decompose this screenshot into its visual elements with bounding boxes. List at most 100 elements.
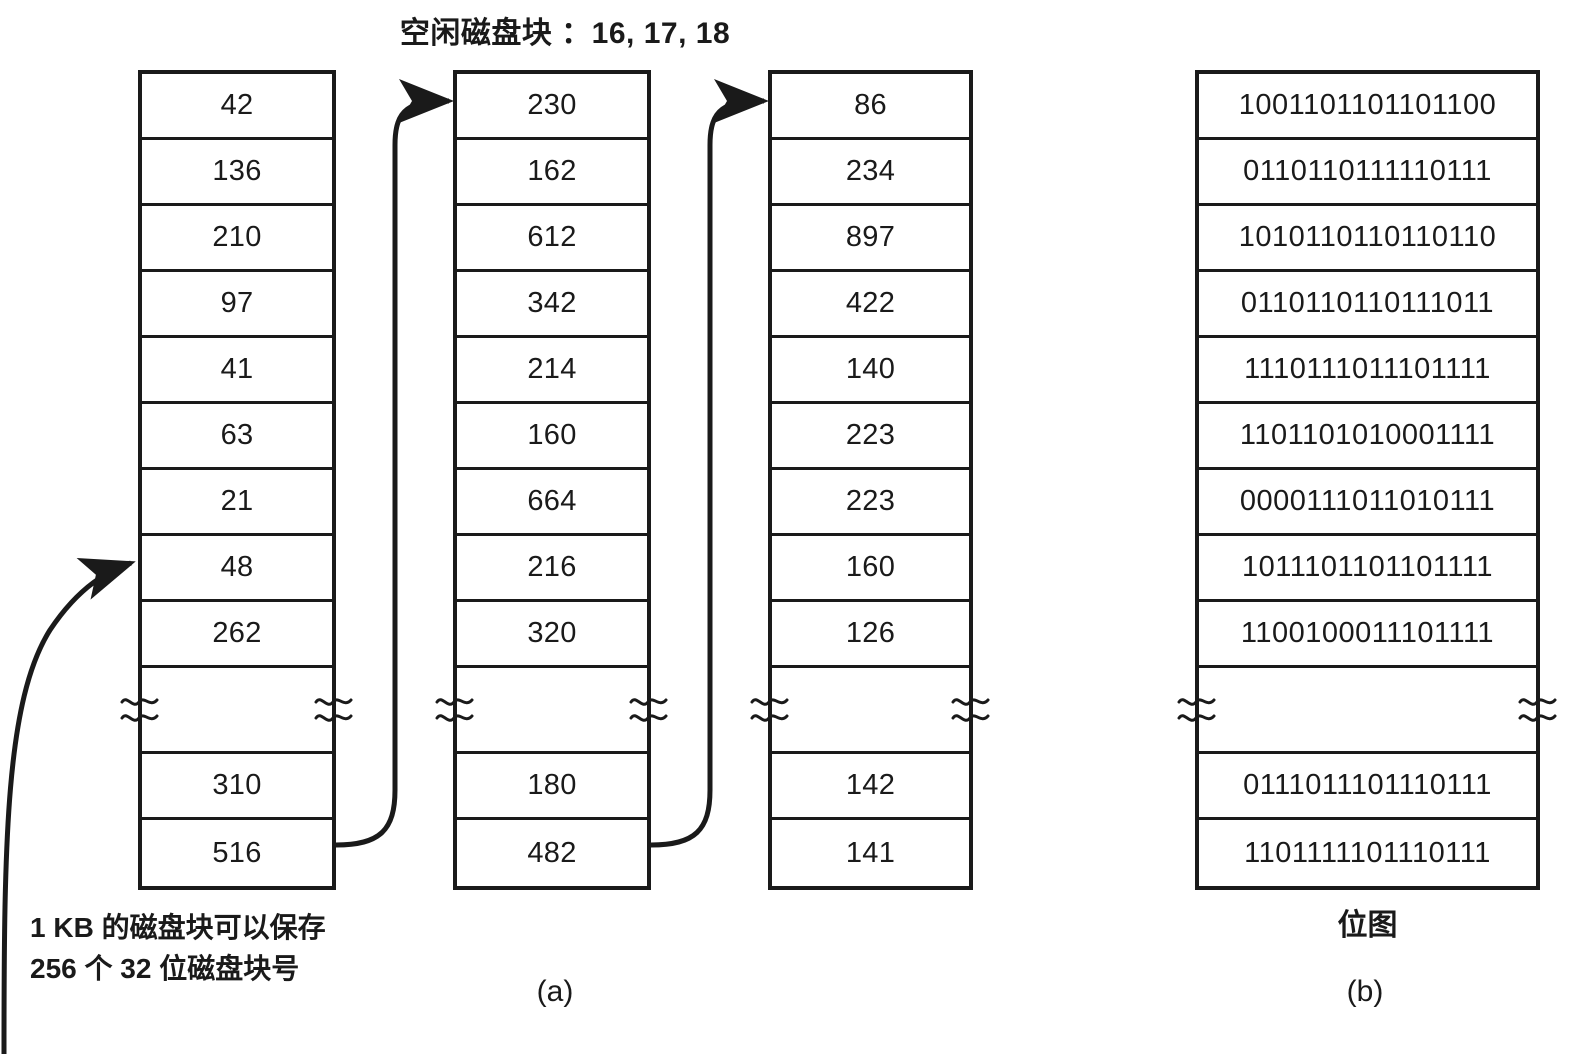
cell-value: 612: [527, 221, 577, 253]
block-list-column-1: 42 136 210 97 41 63 21 48 262 310 516: [120, 70, 353, 890]
break-squiggle-icon: [120, 697, 159, 722]
bitmap-label: 位图: [1337, 909, 1398, 942]
break-squiggle-icon: [1518, 697, 1557, 722]
table-row-block-number: 664: [457, 470, 647, 536]
table-row-block-number: 320: [457, 602, 647, 668]
table-row-block-number: 180: [457, 754, 647, 820]
table-row-bitmap-word: 0111011101110111: [1199, 754, 1536, 820]
cell-value: 262: [212, 617, 262, 649]
cell-value: 97: [220, 287, 254, 319]
table-row-block-number: 160: [457, 404, 647, 470]
table-row-block-number: 482: [457, 820, 647, 886]
cell-value: 142: [845, 769, 896, 801]
table-row-block-number: 86: [772, 74, 969, 140]
disk-block-note-line1: 1 KB 的磁盘块可以保存: [30, 912, 326, 943]
cell-value: 422: [845, 287, 896, 319]
bitmap-column: 1001101101101100 0110110111110111 10101101…: [1177, 70, 1557, 890]
cell-value: 0000111011010111: [1239, 485, 1496, 517]
table-row-block-number: 214: [457, 338, 647, 404]
break-squiggle-icon: [750, 697, 789, 722]
table-row-block-number: 234: [772, 140, 969, 206]
table-row-block-number: 897: [772, 206, 969, 272]
break-squiggle-icon: [951, 697, 990, 722]
disk-block-note: 1 KB 的磁盘块可以保存 256 个 32 位磁盘块号: [30, 908, 326, 989]
cell-value: 42: [220, 89, 254, 121]
cell-value: 126: [845, 617, 896, 649]
table-row-block-number: 230: [457, 74, 647, 140]
break-squiggle-icon: [435, 697, 474, 722]
cell-value: 160: [845, 551, 896, 583]
cell-value: 160: [527, 419, 577, 451]
table-row-block-number: 216: [457, 536, 647, 602]
table-row-bitmap-word: 1100100011101111: [1199, 602, 1536, 668]
subfigure-label-a: (a): [536, 975, 574, 1008]
subfigure-label-b: (b): [1346, 975, 1384, 1008]
cell-value: 1001101101101100: [1238, 89, 1497, 121]
table-row-block-number: 612: [457, 206, 647, 272]
block-list-column-2: 230 162 612 342 214 160 664 216 320 180 482: [435, 70, 668, 890]
cell-value: 342: [527, 287, 577, 319]
table-row-bitmap-word: 0000111011010111: [1199, 470, 1536, 536]
table-row-block-number: 63: [142, 404, 332, 470]
table-row-block-number: 126: [772, 602, 969, 668]
link-arrow-2: [650, 79, 769, 848]
table-row-block-number: 141: [772, 820, 969, 886]
cell-value: 223: [845, 419, 896, 451]
figure-title: 空闲磁盘块 ：16, 17, 18: [399, 17, 731, 50]
table-row-block-number: 21: [142, 470, 332, 536]
break-squiggle-icon: [629, 697, 668, 722]
cell-value: 0110110110111011: [1240, 287, 1495, 319]
cell-value: 1101101010001111: [1239, 419, 1496, 451]
cell-value: 1010110110110110: [1238, 221, 1497, 253]
table-row-bitmap-word: 1010110110110110: [1199, 206, 1536, 272]
cell-value: 86: [854, 89, 887, 121]
disk-block-note-line2: 256 个 32 位磁盘块号: [30, 952, 300, 984]
table-row-break: [435, 668, 668, 754]
table-row-block-number: 310: [142, 754, 332, 820]
cell-value: 21: [220, 485, 254, 517]
cell-value: 223: [845, 485, 896, 517]
cell-value: 48: [220, 551, 254, 583]
table-row-block-number: 262: [142, 602, 332, 668]
table-row-block-number: 41: [142, 338, 332, 404]
cell-value: 136: [212, 155, 262, 187]
table-row-bitmap-word: 0110110111110111: [1199, 140, 1536, 206]
cell-value: 897: [845, 221, 896, 253]
cell-value: 141: [845, 836, 896, 869]
link-arrow-1: [335, 79, 454, 848]
cell-value: 664: [527, 485, 577, 517]
table-row-bitmap-word: 1101111101110111: [1199, 820, 1536, 886]
table-row-block-number: 97: [142, 272, 332, 338]
cell-value: 310: [212, 769, 262, 801]
break-squiggle-icon: [1177, 697, 1216, 722]
table-row-block-number: 160: [772, 536, 969, 602]
cell-value: 0110110111110111: [1243, 155, 1492, 187]
table-row-block-number: 140: [772, 338, 969, 404]
cell-value: 482: [527, 836, 577, 869]
table-row-bitmap-word: 1011101101101111: [1199, 536, 1536, 602]
table-row-block-number: 223: [772, 470, 969, 536]
break-squiggle-icon: [314, 697, 353, 722]
table-row-bitmap-word: 1110111011101111: [1199, 338, 1536, 404]
cell-value: 1100100011101111: [1240, 617, 1495, 649]
cell-value: 1110111011101111: [1244, 353, 1491, 385]
cell-value: 140: [845, 353, 896, 385]
table-row-block-number: 48: [142, 536, 332, 602]
cell-value: 63: [220, 419, 254, 451]
table-row-break: [1177, 668, 1557, 754]
cell-value: 516: [212, 836, 262, 869]
table-row-bitmap-word: 0110110110111011: [1199, 272, 1536, 338]
table-row-block-number: 422: [772, 272, 969, 338]
cell-value: 234: [845, 155, 896, 187]
table-row-bitmap-word: 1001101101101100: [1199, 74, 1536, 140]
cell-value: 41: [220, 353, 254, 385]
cell-value: 230: [527, 89, 577, 121]
cell-value: 0111011101110111: [1243, 769, 1492, 801]
table-row-block-number: 136: [142, 140, 332, 206]
cell-value: 320: [527, 617, 577, 649]
cell-value: 210: [212, 221, 262, 253]
cell-value: 1101111101110111: [1244, 836, 1491, 869]
table-row-bitmap-word: 1101101010001111: [1199, 404, 1536, 470]
cell-value: 162: [527, 155, 577, 187]
cell-value: 180: [527, 769, 577, 801]
